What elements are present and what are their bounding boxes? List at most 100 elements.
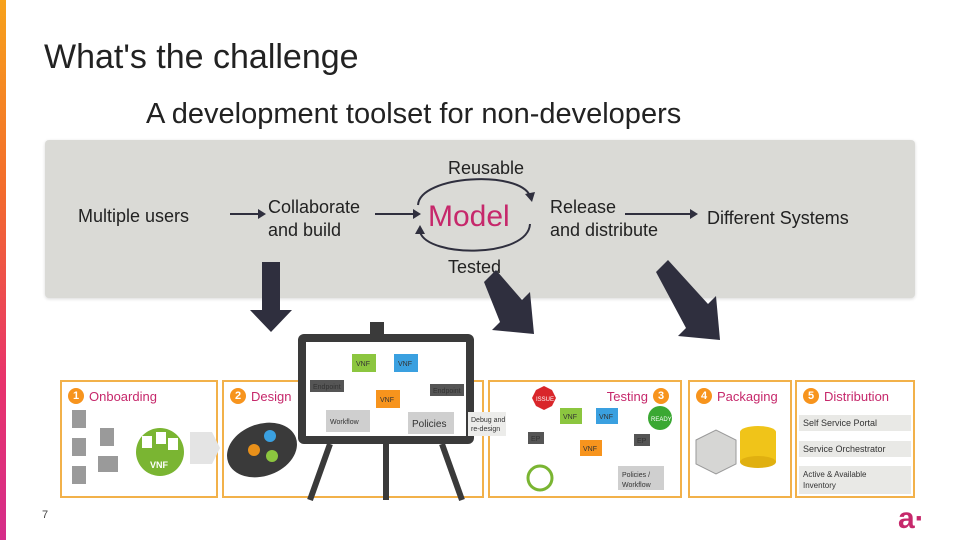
ready-badge [648,406,672,430]
debug-label-1: Debug and [471,417,505,424]
panel-onboarding: 1 Onboarding [60,380,218,498]
test-vnf-blue-label: VNF [599,414,613,421]
accent-bar [0,0,6,540]
policies-workflow-box [618,466,664,490]
panel-distribution-num: 5 [803,388,819,404]
ep-left-label: EP [531,436,541,443]
endpoint-left-label: Endpoint [313,384,341,391]
panel-distribution-head: 5 Distribution [803,388,889,404]
issue-badge [532,386,556,410]
reusable-loop-head [525,192,535,202]
dist-service-orchestrator: Service Orchestrator [799,441,911,457]
ep-right-label: EP [637,438,647,445]
debug-label-2: re-design [471,426,500,433]
document-icon [156,432,166,444]
flow-multiple-users: Multiple users [78,206,190,226]
document-icons [72,410,118,484]
panel-testing-label: Testing [606,388,648,404]
dist-inventory-line2: Inventory [803,481,836,490]
panel-distribution-label: Distribution [824,388,890,404]
brand-logo-icon: a· [898,502,925,535]
document-icon [72,466,86,484]
slide-subtitle: A development toolset for non-developers [146,98,682,130]
folder-icon [98,456,118,472]
issue-label: ISSUE [536,397,554,403]
vnf-orange-label: VNF [380,397,394,404]
vnf-onboard-label: VNF [150,460,169,470]
panel-onboarding-num: 1 [68,388,84,404]
page-number: 7 [42,509,49,521]
ready-label: READY [651,417,672,423]
panel-testing-head: Testing 3 [607,388,674,404]
panel-onboarding-head: 1 Onboarding [68,388,157,404]
policies-box [408,412,454,434]
dist-inventory-line1: Active & Available [803,470,867,479]
panel-design-num: 2 [230,388,246,404]
dist-inventory: Active & Available Inventory [799,466,911,494]
palette-orange-dot [248,444,260,456]
clipboard-icon [100,428,114,446]
policies-label: Policies [412,419,446,430]
flow-collaborate-line1: Collaborate [268,197,361,217]
panel-onboarding-label: Onboarding [89,388,157,404]
database-icon-base [740,456,776,468]
vnf-green-box [352,354,376,372]
onboard-arrow [190,432,220,464]
panel-design-label: Design [251,388,292,404]
workflow-box [326,410,370,432]
flow-release-line2: and distribute [550,220,659,240]
vnf-blue-box [394,354,418,372]
ep-left-box [528,432,544,444]
flow-model: Model [428,200,510,233]
test-vnf-green [560,408,582,424]
flow-release: Release and distribute [550,196,658,242]
reusable-loop [417,178,531,206]
slide-title: What's the challenge [44,38,359,76]
ep-right-box [634,434,650,446]
vnf-blue-label: VNF [398,361,412,368]
block-arrow-down [250,262,292,332]
vnf-green-label: VNF [356,361,370,368]
flow-band [45,140,915,298]
endpoint-right-box [430,384,464,396]
panel-design-head: 2 Design [230,388,291,404]
tested-loop-head [415,225,425,234]
test-vnf-blue [596,408,618,424]
panel-packaging-label: Packaging [717,388,778,404]
vnf-orange-box [376,390,400,408]
package-box-icon [695,429,737,475]
document-icon [72,410,86,428]
endpoint-right-label: Endpoint [433,388,461,395]
policies-workflow-label-1: Policies / [622,472,650,479]
panel-packaging-head: 4 Packaging [696,388,778,404]
palette-green-dot [266,450,278,462]
recycle-icon [526,464,554,492]
debug-box [468,412,506,436]
flow-release-line1: Release [550,197,617,217]
design-easel [298,322,474,502]
tested-loop [419,223,531,252]
panel-testing-num: 3 [653,388,669,404]
arrow-users-collab-head [258,209,266,219]
flow-collaborate: Collaborate and build [268,196,360,242]
workflow-label: Workflow [330,419,360,426]
test-vnf-orange [580,440,602,456]
flow-systems: Different Systems [707,208,849,228]
block-arrow-systems [656,260,720,340]
document-icon [142,436,152,448]
arrow-release-systems-head [690,209,698,219]
palette-blue-dot [264,430,276,442]
flow-collaborate-line2: and build [268,220,342,240]
endpoint-left-box [310,380,344,392]
test-vnf-green-label: VNF [563,414,577,421]
arrow-collab-model-head [413,209,421,219]
palette-icon [227,422,297,478]
document-icon [72,438,86,456]
block-arrow-model-testing [484,270,534,334]
test-vnf-orange-label: VNF [583,446,597,453]
panel-packaging-num: 4 [696,388,712,404]
flow-reusable: Reusable [448,158,525,178]
document-icon [168,438,178,450]
